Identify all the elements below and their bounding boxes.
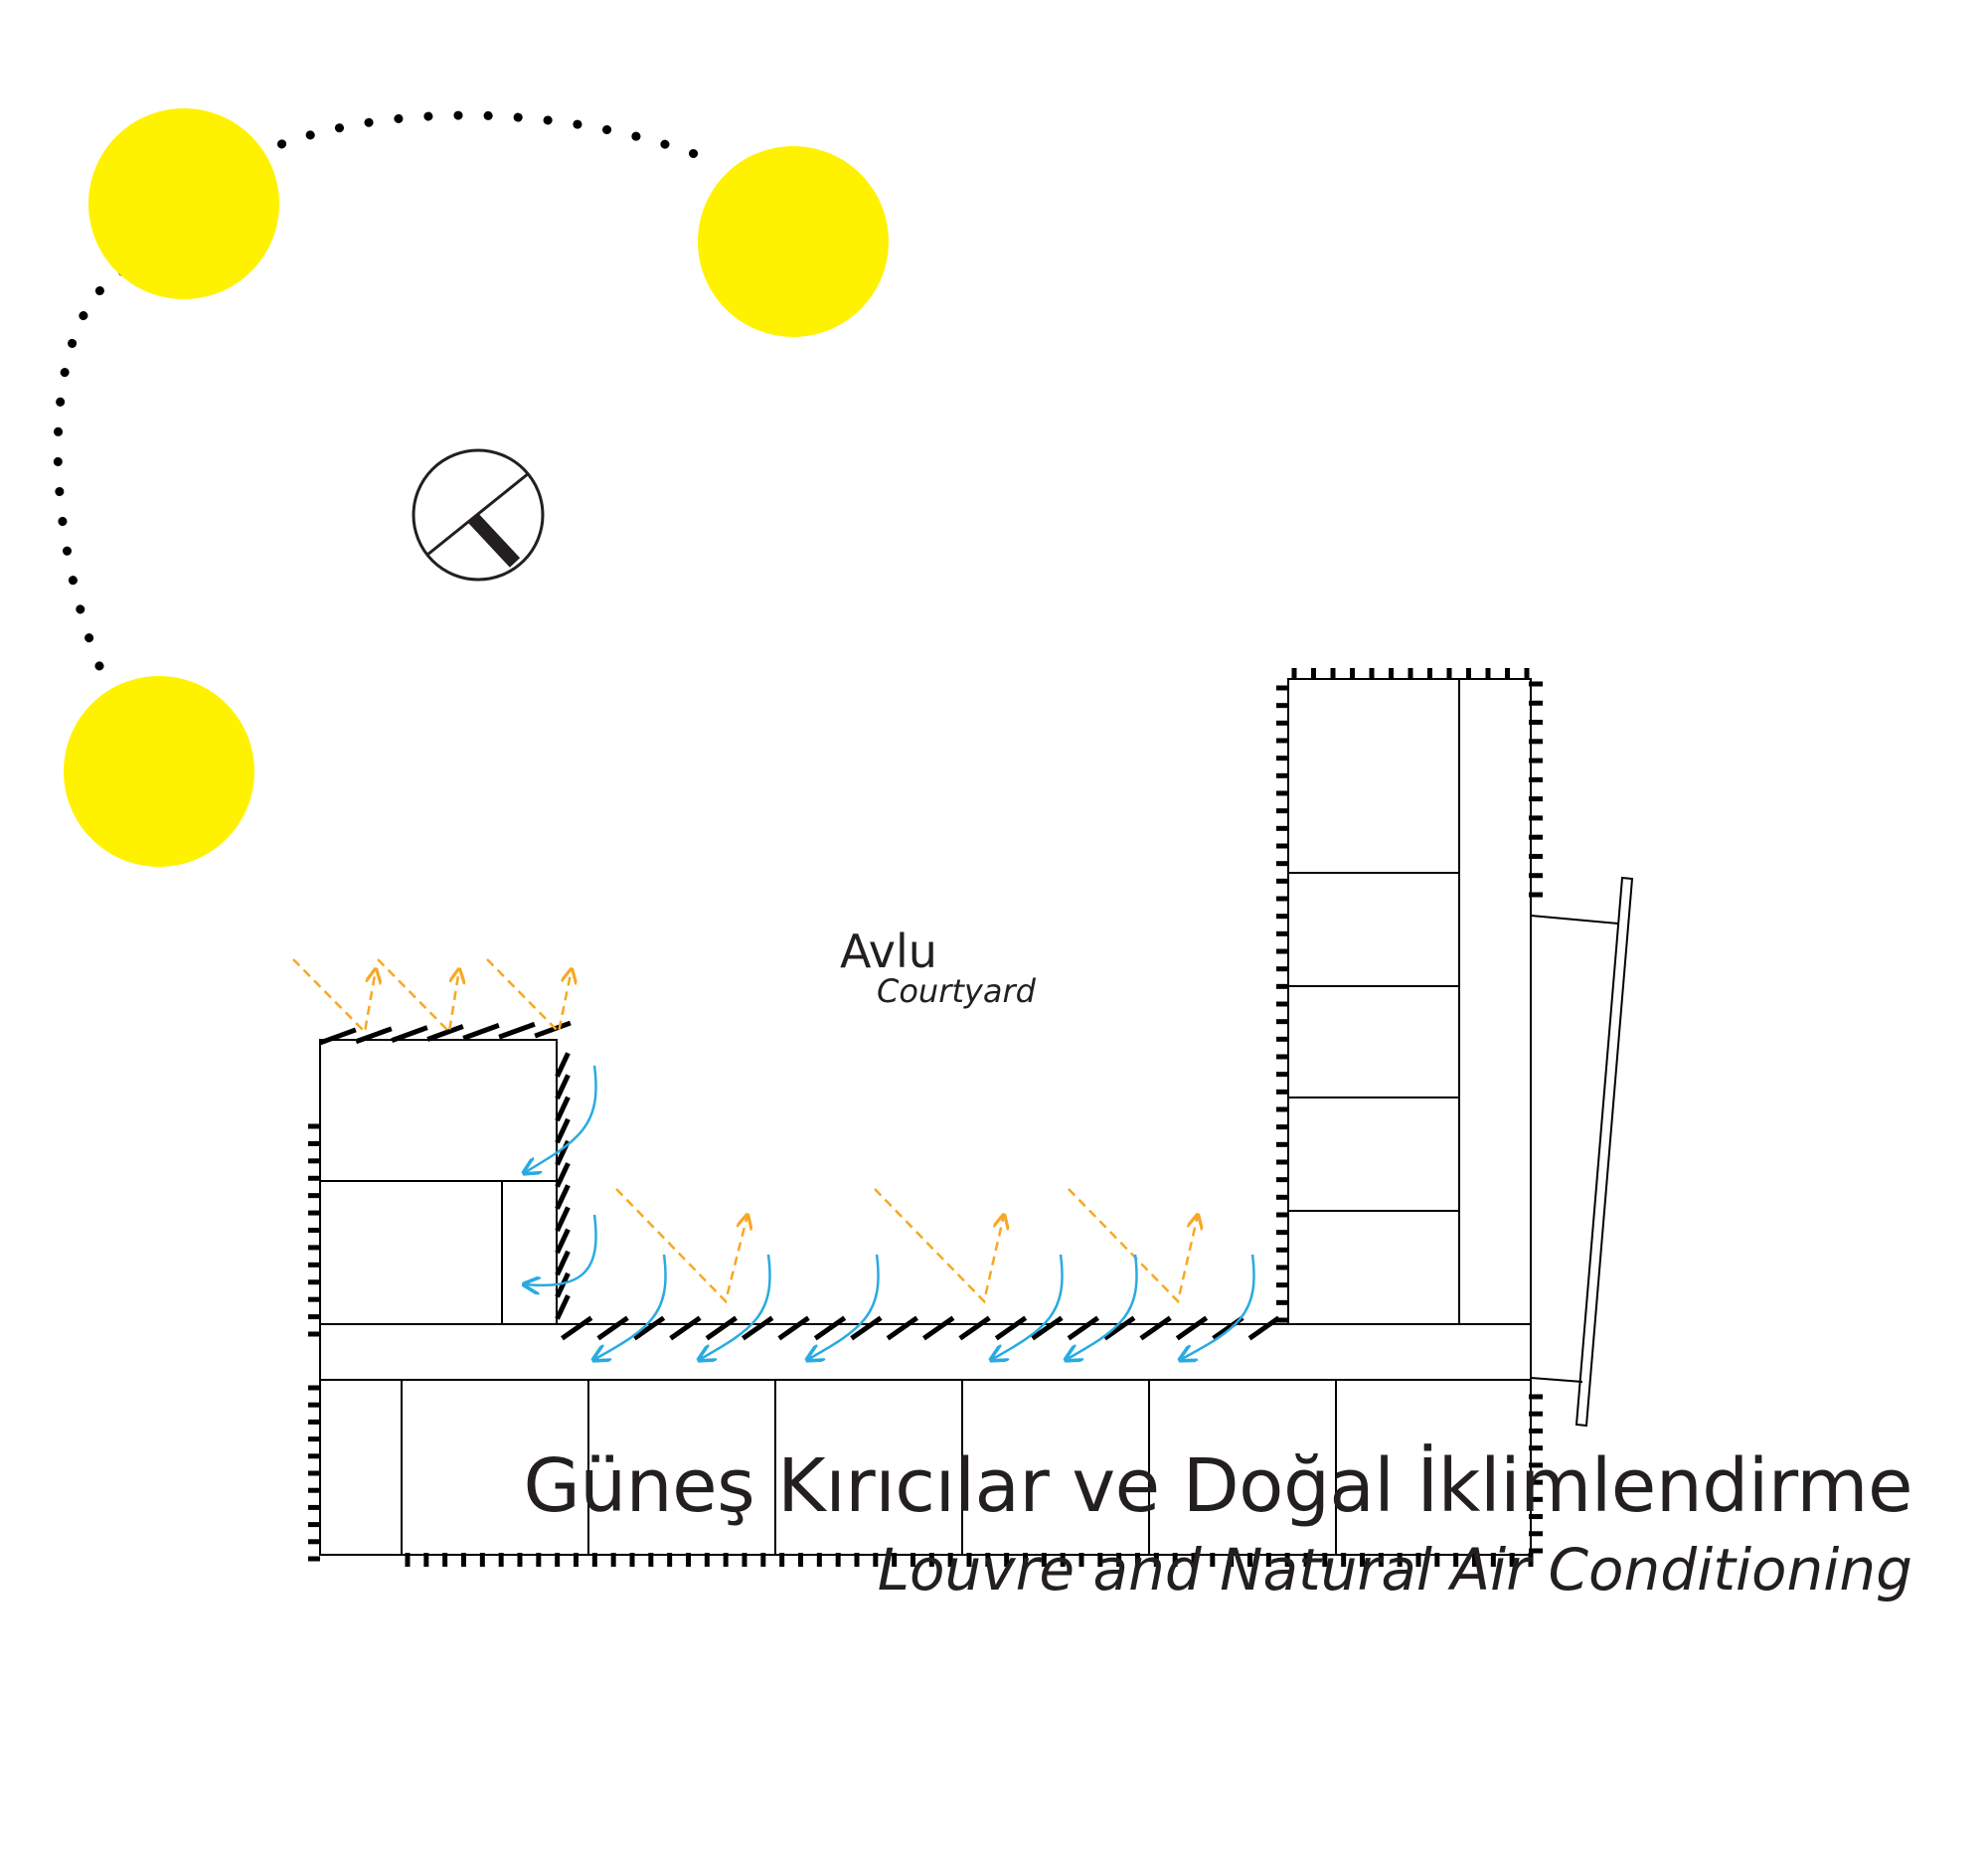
louvre-slat (1067, 1315, 1099, 1341)
wind-arrow-group (524, 1065, 1255, 1360)
sun-ray-arrow-icon (874, 1188, 1004, 1304)
wind-arrow-icon (1066, 1254, 1138, 1360)
louvre-slat (555, 1206, 571, 1233)
louvre-slat (555, 1162, 571, 1188)
louvre-slat (555, 1117, 571, 1144)
louvre-slat (1247, 1315, 1280, 1341)
louvre-slat (596, 1315, 629, 1341)
louvre-slat (705, 1315, 738, 1341)
diagram-subtitle: Louvre and Natural Air Conditioning (877, 1536, 1912, 1603)
louvre-slat (498, 1021, 536, 1040)
sun-ray-arrow-icon (1068, 1188, 1198, 1304)
sun-path-arc (53, 110, 726, 671)
sun-icon (64, 676, 254, 867)
louvre-slat (555, 1052, 571, 1078)
louvre-slat (391, 1025, 428, 1043)
louvre-slat (355, 1026, 393, 1045)
sun-ray-arrow-icon (377, 958, 459, 1035)
wind-arrow-icon (699, 1254, 771, 1360)
compass-icon (412, 448, 545, 582)
wind-arrow-icon (524, 1214, 597, 1285)
courtyard-label-en: Courtyard (877, 972, 1037, 1010)
louvre-slat (555, 1271, 571, 1298)
louvre-slat (742, 1315, 774, 1341)
louvre-slat (555, 1096, 571, 1122)
louvre-slat (1139, 1315, 1172, 1341)
louvre-slat (555, 1294, 571, 1320)
wind-arrow-icon (991, 1254, 1064, 1360)
louvre-slat (555, 1228, 571, 1255)
louvre-slat (994, 1315, 1028, 1341)
louvre-slat (561, 1315, 593, 1341)
louvre-slat (426, 1024, 464, 1042)
louvre-slat (850, 1315, 883, 1341)
diagram-title: Güneş Kırıcılar ve Doğal İklimlendirme (523, 1443, 1912, 1529)
louvre-slat (1031, 1315, 1064, 1341)
louvre-slat (1103, 1315, 1136, 1341)
louvre-group (308, 668, 1543, 1567)
louvre-slat (462, 1023, 500, 1041)
louvre-slat (1175, 1315, 1209, 1341)
wind-arrow-icon (593, 1254, 667, 1360)
louvre-slat (813, 1315, 847, 1341)
building-plan (319, 678, 1634, 1556)
louvre-slat (777, 1315, 810, 1341)
louvre-slat (534, 1020, 572, 1039)
sun-ray-arrow-icon (292, 958, 376, 1035)
wind-arrow-icon (1180, 1254, 1255, 1360)
louvre-slat (555, 1074, 571, 1100)
sun-ray-group (292, 958, 1198, 1304)
louvre-slat (632, 1315, 666, 1341)
louvre-slat (922, 1315, 955, 1341)
sun-icon (698, 146, 889, 337)
sun-ray-arrow-icon (615, 1188, 747, 1304)
sun-icon (88, 108, 279, 299)
sun-ray-arrow-icon (486, 958, 572, 1035)
louvre-slat (319, 1027, 357, 1046)
louvre-slat (555, 1250, 571, 1276)
louvre-slat (669, 1315, 702, 1341)
louvre-slat (958, 1315, 991, 1341)
wind-arrow-icon (807, 1254, 880, 1360)
wind-arrow-icon (524, 1065, 597, 1173)
louvre-slat (555, 1184, 571, 1210)
louvre-slat (886, 1315, 918, 1341)
courtyard-label-tr: Avlu (840, 925, 937, 978)
